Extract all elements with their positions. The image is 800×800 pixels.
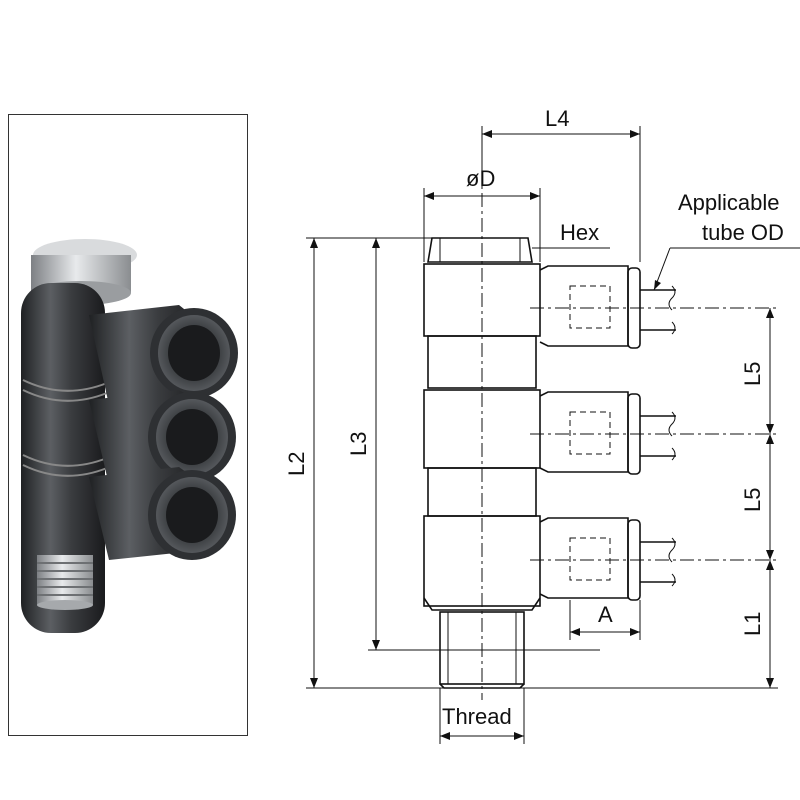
dimension-l5-bottom: L5 [740,434,774,560]
side-port-top [530,265,778,349]
dimension-l4: L4 [481,106,641,262]
dimension-l1: L1 [740,560,774,688]
side-port-middle [530,391,778,475]
port-bottom [89,467,236,560]
product-photo-frame [8,114,248,736]
hex-callout: Hex [532,220,610,249]
dimension-od: øD [423,166,541,262]
side-port-bottom [530,517,778,601]
body-column-outline [423,263,541,611]
label-hex: Hex [560,220,599,245]
body-column [21,283,105,633]
tube-od-callout: Applicable tube OD [653,190,800,291]
dimension-l3: L3 [346,237,600,651]
label-thread: Thread [442,704,512,729]
label-l5-bottom: L5 [740,488,765,512]
label-tube-od: tube OD [702,220,784,245]
dimension-thread: Thread [439,688,525,744]
dimension-l2: L2 [284,237,778,689]
dimension-a: A [569,600,641,640]
product-photo [21,239,238,633]
label-applicable: Applicable [678,190,780,215]
label-l1: L1 [740,612,765,636]
label-l4: L4 [545,106,569,131]
label-l2: L2 [284,452,309,476]
threaded-stem [37,555,93,610]
label-l3: L3 [346,432,371,456]
port-top [89,305,238,405]
label-a: A [598,602,613,627]
label-l5-top: L5 [740,362,765,386]
hex-cap-outline [427,237,533,263]
port-middle [89,390,236,485]
label-od: øD [466,166,495,191]
dimension-l5-top: L5 [740,308,774,434]
